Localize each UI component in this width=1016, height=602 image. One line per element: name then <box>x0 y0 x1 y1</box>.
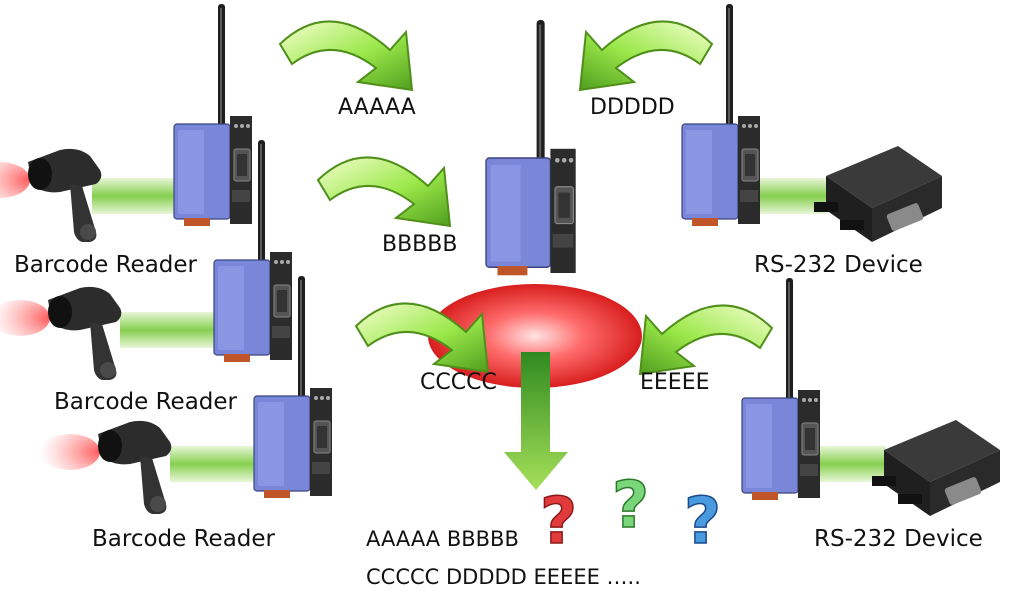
label-barcode-reader-1: Barcode Reader <box>14 252 198 278</box>
wireless-module-icon-center <box>485 19 577 276</box>
code-aaaaa: AAAAA <box>338 95 416 120</box>
label-rs232-device-2: RS-232 Device <box>814 526 983 552</box>
label-barcode-reader-3: Barcode Reader <box>92 526 276 552</box>
question-mark-red: ? <box>540 485 577 559</box>
code-ccccc: CCCCC <box>420 370 497 395</box>
wireless-module-icon-right-2 <box>741 277 821 501</box>
output-line-2: CCCCC DDDDD EEEEE ….. <box>366 565 641 589</box>
rs232-device-icon-2 <box>872 420 1000 516</box>
arrow-icon-eeeee <box>639 304 773 375</box>
arrow-icon-aaaaa <box>279 20 413 91</box>
code-bbbbb: BBBBB <box>382 232 458 257</box>
down-arrow-icon <box>504 352 568 490</box>
question-mark-green: ? <box>612 469 649 543</box>
code-ddddd: DDDDD <box>590 95 675 120</box>
cable-left-1 <box>92 178 182 214</box>
barcode-reader-icon-1 <box>0 148 102 242</box>
question-mark-blue: ? <box>684 485 721 559</box>
code-eeeee: EEEEE <box>640 370 710 395</box>
barcode-reader-icon-3 <box>40 420 172 514</box>
arrow-icon-ddddd <box>579 20 713 91</box>
cable-left-3 <box>170 446 260 482</box>
wireless-module-icon-left-1 <box>173 3 253 227</box>
label-rs232-device-1: RS-232 Device <box>754 252 923 278</box>
arrow-icon-bbbbb <box>317 156 451 227</box>
rs232-device-icon-1 <box>814 146 942 242</box>
output-line-1: AAAAA BBBBB <box>366 527 519 551</box>
barcode-reader-icon-2 <box>0 286 122 380</box>
label-barcode-reader-2: Barcode Reader <box>54 389 238 415</box>
cable-left-2 <box>120 312 220 348</box>
